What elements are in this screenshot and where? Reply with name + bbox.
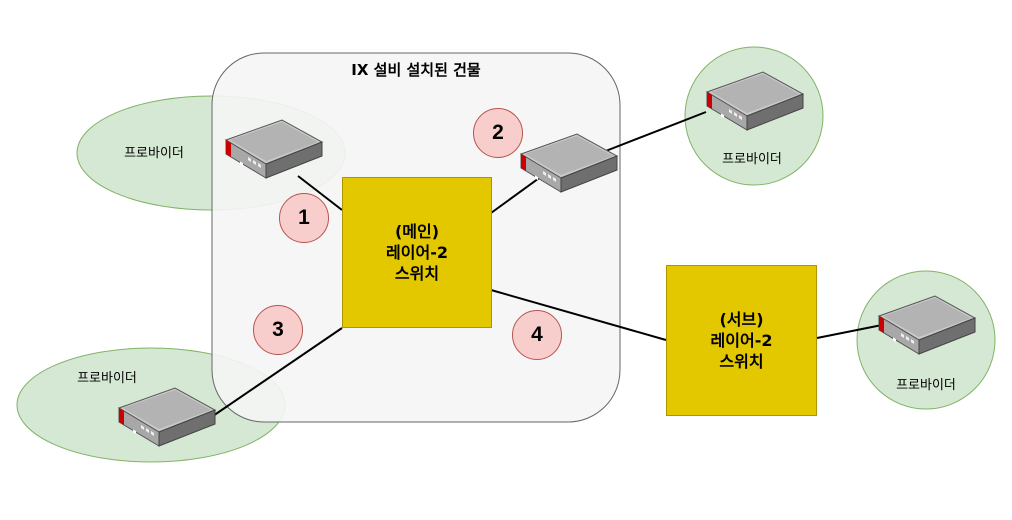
- badge-1: 1: [279, 193, 329, 243]
- link-sub-provider: [816, 324, 883, 339]
- link-3: [209, 327, 343, 419]
- main-switch-line3: 스위치: [394, 264, 440, 283]
- badge-3: 3: [253, 305, 303, 355]
- link-4: [490, 289, 667, 341]
- badge-2: 2: [473, 108, 523, 158]
- links: [209, 111, 883, 419]
- main-layer2-switch: (메인) 레이어-2 스위치: [342, 177, 492, 328]
- provider-label-top-right: 프로바이더: [722, 152, 782, 167]
- provider-label-bottom-right: 프로바이더: [896, 378, 956, 393]
- sub-switch-line2: 레이어-2: [710, 331, 773, 350]
- link-1: [297, 175, 343, 211]
- main-switch-line2: 레이어-2: [386, 243, 448, 262]
- provider-label-bottom-left: 프로바이더: [77, 371, 137, 386]
- sub-switch-line3: 스위치: [719, 352, 764, 371]
- provider-label-top-left: 프로바이더: [124, 146, 184, 161]
- main-switch-line1: (메인): [394, 222, 440, 241]
- badge-4: 4: [512, 310, 562, 360]
- sub-layer2-switch: (서브) 레이어-2 스위치: [666, 265, 817, 416]
- building-title: IX 설비 설치된 건물: [351, 61, 481, 79]
- sub-switch-line1: (서브): [719, 310, 764, 329]
- link-2-uplink: [597, 111, 707, 155]
